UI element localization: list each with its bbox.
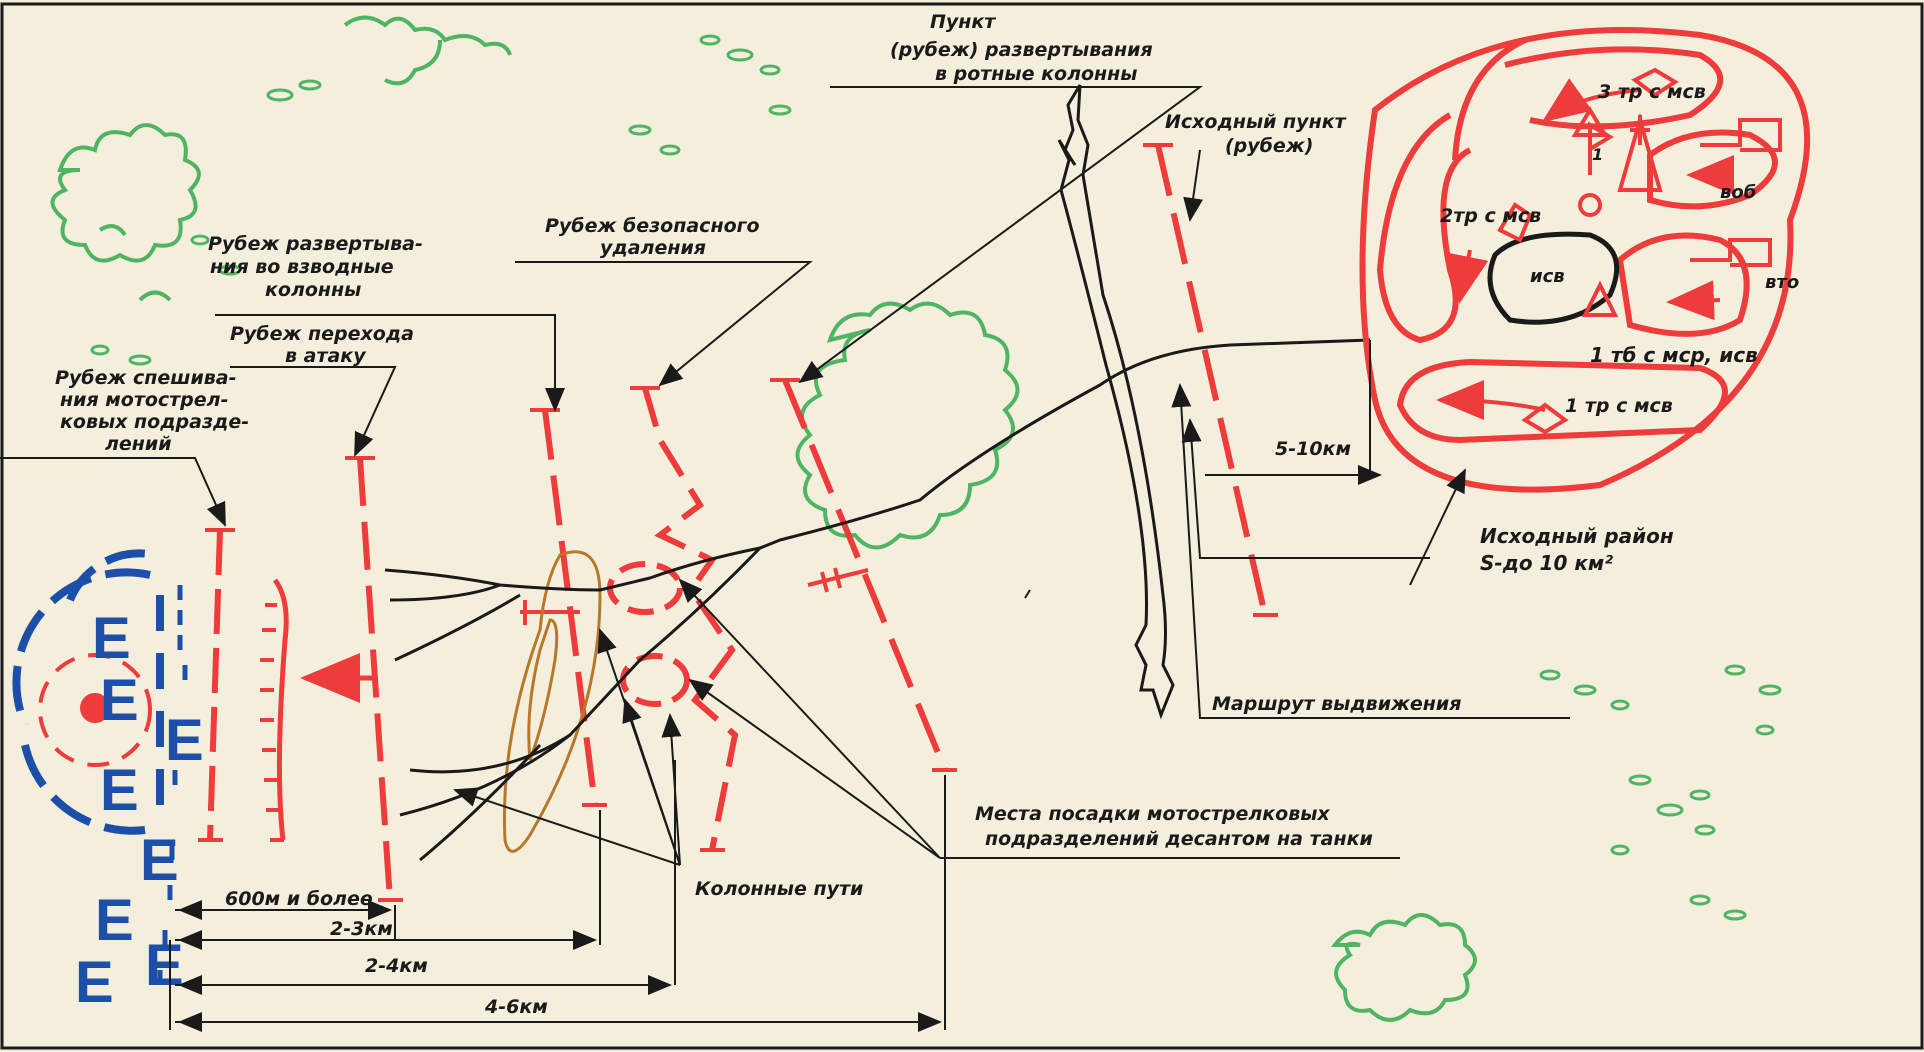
label-vob: воб	[1720, 182, 1756, 203]
label-column-routes: Колонные пути	[695, 878, 863, 900]
dismounted-infantry	[272, 578, 289, 841]
distance-2-3km: 2-3км	[330, 918, 393, 940]
svg-text:Исходный район: Исходный район	[1480, 524, 1674, 548]
unit-symbols	[1436, 67, 1782, 435]
enemy-ticks	[157, 585, 188, 985]
battalion-zone	[1452, 37, 1527, 161]
label-safe-distance: Рубеж безопасного удаления	[545, 215, 760, 259]
svg-text:в ротные колонны: в ротные колонны	[935, 63, 1137, 85]
svg-text:Рубеж перехода: Рубеж перехода	[230, 323, 414, 345]
forest-center	[795, 301, 1020, 550]
svg-text:подразделений десантом на танк: подразделений десантом на танки	[985, 828, 1373, 850]
svg-text:ковых подразде-: ковых подразде-	[60, 411, 249, 433]
label-march-route: Маршрут выдвижения	[1212, 693, 1461, 715]
company-2-zone	[1376, 112, 1472, 344]
distance-600m: 600м и более	[225, 888, 373, 910]
platoon-deploy-line	[542, 409, 598, 806]
attack-transition-line	[357, 457, 393, 901]
company-3-zone	[1504, 46, 1723, 130]
svg-text:колонны: колонны	[265, 279, 361, 301]
vob-zone	[1647, 129, 1778, 210]
svg-text:Исходный пункт: Исходный пункт	[1165, 111, 1347, 133]
forest-top-center	[343, 15, 512, 86]
label-dismount: Рубеж спешива- ния мотострел- ковых подр…	[55, 367, 249, 455]
svg-text:E: E	[92, 606, 131, 671]
svg-text:Рубеж развертыва-: Рубеж развертыва-	[208, 233, 423, 255]
svg-text:E: E	[140, 828, 179, 893]
label-distance-5-10: 5-10км	[1275, 438, 1351, 460]
label-company-deploy: Пункт (рубеж) развертывания в ротные кол…	[890, 11, 1153, 85]
label-company-2: 2тр с мсв	[1440, 205, 1541, 227]
svg-text:S-до 10 км²: S-до 10 км²	[1480, 551, 1613, 575]
svg-text:в атаку: в атаку	[285, 345, 367, 367]
vegetation	[50, 15, 1477, 1022]
svg-text:E: E	[100, 668, 139, 733]
company-1-zone	[1396, 358, 1728, 444]
svg-text:Рубеж безопасного: Рубеж безопасного	[545, 215, 760, 237]
isv-zone	[1487, 231, 1620, 325]
label-vto: вто	[1765, 272, 1799, 293]
river	[1057, 84, 1175, 720]
leader-lines	[0, 86, 1570, 866]
svg-text:Рубеж спешива-: Рубеж спешива-	[55, 367, 236, 389]
svg-text:(рубеж): (рубеж)	[1225, 135, 1313, 157]
distance-4-6km: 4-6км	[484, 996, 548, 1018]
label-attack-transition: Рубеж перехода в атаку	[230, 323, 414, 367]
label-battalion: 1 тб с мср, исв	[1590, 343, 1758, 367]
dismount-line	[207, 529, 223, 841]
svg-text:E: E	[75, 950, 114, 1015]
vto-zone	[1616, 232, 1750, 337]
svg-text:E: E	[165, 708, 204, 773]
svg-text:Места посадки мотострелковых: Места посадки мотострелковых	[975, 803, 1330, 825]
safe-distance-line	[642, 387, 717, 582]
vegetation-dots	[90, 34, 1782, 921]
svg-text:E: E	[95, 888, 134, 953]
label-flag-number: 1	[1592, 145, 1603, 164]
svg-text:Пункт: Пункт	[930, 11, 996, 33]
label-company-3: 3 тр с мсв	[1598, 81, 1706, 103]
start-point-line	[1155, 144, 1268, 616]
deployment-lines	[198, 143, 1278, 902]
label-platoon-deploy: Рубеж развертыва- ния во взводные колонн…	[208, 233, 423, 301]
forest-left-small	[98, 224, 172, 302]
forest-top-left	[50, 123, 201, 263]
svg-text:(рубеж) развертывания: (рубеж) развертывания	[890, 39, 1153, 61]
column-routes	[384, 338, 1371, 862]
svg-text:ния во взводные: ния во взводные	[210, 256, 394, 278]
label-boarding-places: Места посадки мотострелковых подразделен…	[975, 803, 1373, 850]
label-isv: исв	[1530, 266, 1565, 287]
label-company-1: 1 тр с мсв	[1565, 395, 1673, 417]
brown-column	[502, 550, 602, 853]
svg-text:E: E	[100, 758, 139, 823]
svg-text:лений: лений	[105, 433, 172, 455]
svg-text:ния мотострел-: ния мотострел-	[60, 389, 228, 411]
label-start-point: Исходный пункт (рубеж)	[1165, 111, 1347, 157]
enemy-positions	[12, 549, 164, 835]
enemy-center-point	[80, 693, 110, 723]
distance-scale	[169, 760, 946, 1032]
distance-2-4km: 2-4км	[365, 955, 428, 977]
company-deploy-line	[782, 378, 948, 772]
forest-bottom	[1330, 913, 1477, 1022]
svg-text:удаления: удаления	[600, 237, 706, 259]
label-start-area: Исходный район S-до 10 км²	[1480, 524, 1674, 575]
